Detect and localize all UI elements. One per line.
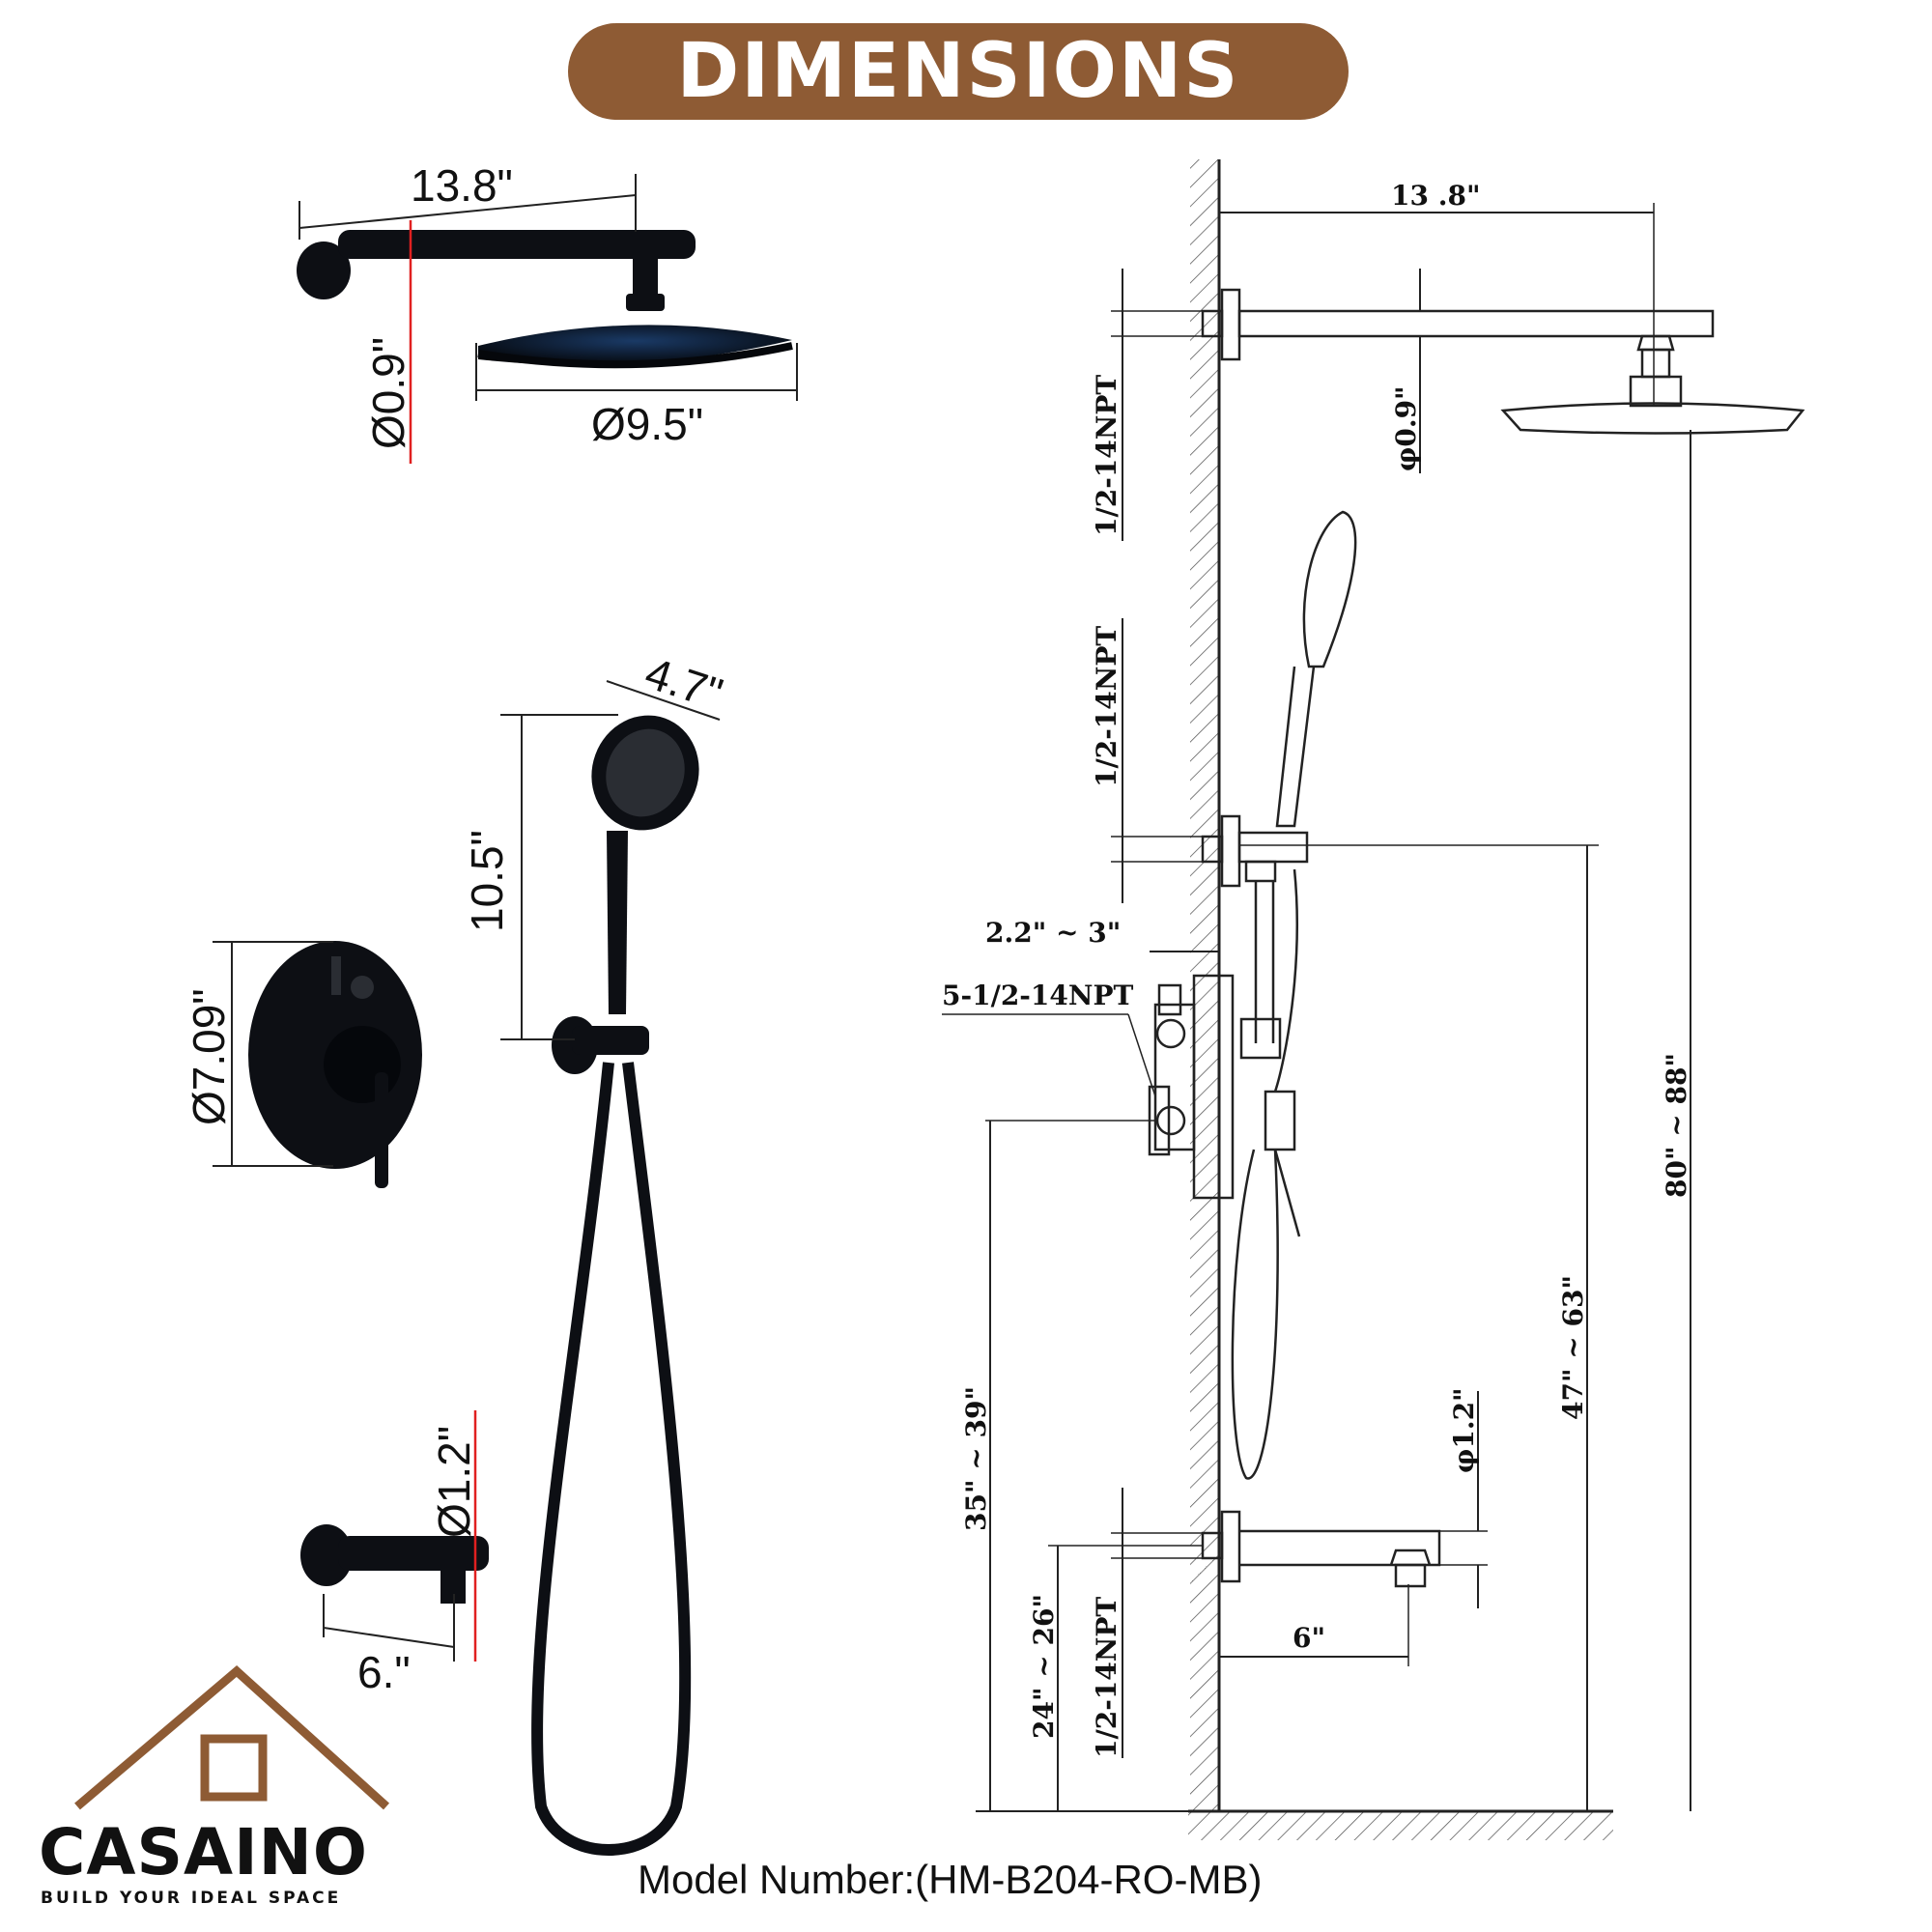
drawing-label-holder-height: 47" ~ 63" — [1557, 1275, 1589, 1420]
drawing-label-spout-height: 24" ~ 26" — [1028, 1594, 1060, 1739]
drawing-dim-valve-npt: 5-1/2-14NPT — [942, 980, 1156, 1097]
dim-arm-diameter: Ø0.9" — [363, 220, 413, 464]
drawing-dim-spout-diameter: φ1.2" — [1439, 1387, 1488, 1608]
drawing-dim-wall-depth: 2.2" ~ 3" — [985, 917, 1219, 952]
model-number: Model Number:(HM-B204-RO-MB) — [638, 1857, 1263, 1902]
drawing-dim-spout-height: 24" ~ 26" — [1028, 1545, 1203, 1811]
drawing-dim-npt-top: 1/2-14NPT — [1091, 269, 1219, 541]
dim-head-diameter: Ø9.5" — [475, 343, 798, 449]
drawing-label-npt-mid: 1/2-14NPT — [1091, 626, 1122, 787]
dim-handheld-length: 10.5" — [462, 714, 618, 1040]
label-arm-diameter: Ø0.9" — [363, 337, 413, 449]
drawing-dim-holder-height: 47" ~ 63" — [1239, 844, 1599, 1811]
drawing-dim-arm-diameter: φ0.9" — [1390, 269, 1422, 473]
drawing-label-arm-length: 13 .8" — [1391, 180, 1481, 212]
drawing-dim-spout-length: 6" — [1219, 1584, 1409, 1666]
drawing-dim-npt-mid: 1/2-14NPT — [1091, 618, 1219, 903]
drawing-handheld — [1201, 510, 1357, 1480]
dim-handheld-width: 4.7" — [606, 647, 728, 721]
drawing-label-npt-bottom: 1/2-14NPT — [1091, 1597, 1122, 1758]
valve-trim-product — [248, 941, 422, 1188]
label-trim-diameter: Ø7.09" — [184, 988, 234, 1125]
drawing-dim-npt-bottom: 1/2-14NPT — [1091, 1488, 1219, 1758]
drawing-dim-valve-height: 35" ~ 39" — [960, 1120, 1155, 1811]
drawing-shower-arm — [1201, 288, 1805, 435]
drawing-label-npt-top: 1/2-14NPT — [1091, 375, 1122, 536]
label-spout-length: 6." — [357, 1647, 411, 1697]
brand-name: CASAINO — [39, 1815, 368, 1889]
dim-spout-diameter: Ø1.2" — [429, 1410, 479, 1662]
label-handheld-width: 4.7" — [639, 647, 728, 719]
dimensions-banner: DIMENSIONS — [568, 23, 1349, 120]
drawing-label-head-height: 80" ~ 88" — [1661, 1053, 1692, 1198]
dim-arm-length: 13.8" — [298, 160, 637, 240]
floor-hatch — [1188, 1811, 1613, 1840]
shower-arm-product — [297, 230, 793, 369]
drawing-spout — [1201, 1510, 1441, 1588]
banner-title: DIMENSIONS — [676, 28, 1240, 115]
label-head-diameter: Ø9.5" — [591, 399, 703, 449]
drawing-dim-arm-length: 13 .8" — [1219, 180, 1655, 406]
drawing-label-arm-diameter: φ0.9" — [1390, 385, 1422, 471]
brand-logo: CASAINO — [39, 1665, 390, 1889]
drawing-dim-head-height: 80" ~ 88" — [1661, 430, 1692, 1811]
drawing-label-valve-npt: 5-1/2-14NPT — [942, 980, 1134, 1011]
drawing-label-valve-height: 35" ~ 39" — [960, 1386, 992, 1531]
label-spout-diameter: Ø1.2" — [429, 1426, 479, 1538]
dim-spout-length: 6." — [323, 1594, 455, 1697]
drawing-label-wall-depth: 2.2" ~ 3" — [985, 917, 1121, 949]
handheld-product — [531, 715, 699, 1856]
dim-trim-diameter: Ø7.09" — [184, 941, 333, 1167]
tub-spout-product — [300, 1524, 489, 1604]
drawing-label-spout-length: 6" — [1293, 1622, 1325, 1654]
brand-tagline: BUILD YOUR IDEAL SPACE — [41, 1889, 342, 1908]
label-handheld-length: 10.5" — [462, 830, 512, 932]
drawing-label-spout-diameter: φ1.2" — [1448, 1387, 1480, 1473]
label-arm-length: 13.8" — [411, 160, 513, 211]
